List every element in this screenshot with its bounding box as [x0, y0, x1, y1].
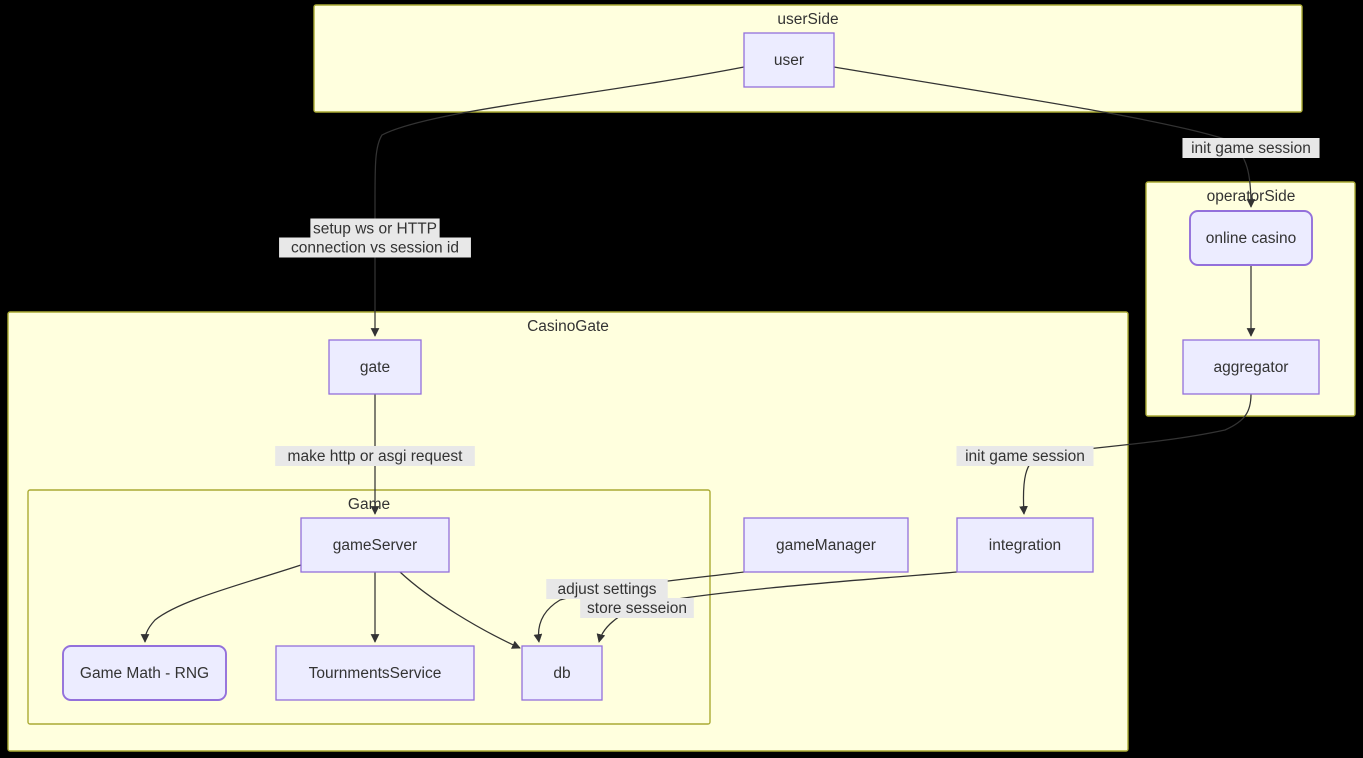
node-label-db: db — [553, 665, 570, 682]
node-label-game_math_rng: Game Math - RNG — [80, 665, 209, 682]
node-label-aggregator: aggregator — [1214, 359, 1289, 376]
edge-integration-to-db — [596, 571, 958, 643]
edge-label-bg-gate-to-gameserver-0 — [275, 446, 475, 466]
node-label-online_casino: online casino — [1206, 230, 1296, 247]
edge-label-bg-integration-to-db-0 — [580, 598, 694, 618]
edge-user-to-online-casino — [833, 66, 1256, 208]
edge-label-gamemanager-to-db: adjust settings — [546, 579, 668, 599]
node-integration[interactable]: integration — [956, 517, 1094, 573]
edge-gameserver-to-rng — [140, 564, 302, 643]
edge-label-text-user-to-online-casino-0: init game session — [1191, 140, 1311, 157]
node-label-gameManager: gameManager — [776, 537, 876, 554]
subgraph-label-userSide: userSide — [777, 11, 838, 28]
node-box-online_casino[interactable] — [1189, 210, 1313, 266]
edge-labels-layer: setup ws or HTTP connection vs session id… — [275, 138, 1320, 618]
node-aggregator[interactable]: aggregator — [1182, 339, 1320, 395]
edge-label-aggregator-to-integration: init game session — [956, 446, 1094, 466]
edge-label-gate-to-gameserver: make http or asgi request — [275, 446, 475, 466]
node-tournments[interactable]: TournmentsService — [275, 645, 475, 701]
node-user[interactable]: user — [743, 32, 835, 88]
edge-label-text-user-to-gate-0: setup ws or HTTP — [313, 221, 437, 238]
edge-label-bg-aggregator-to-integration-0 — [956, 446, 1094, 466]
edge-label-bg-user-to-gate-1 — [279, 237, 471, 258]
node-box-gameManager[interactable] — [743, 517, 909, 573]
edge-label-bg-user-to-online-casino-0 — [1182, 138, 1320, 158]
node-online_casino[interactable]: online casino — [1189, 210, 1313, 266]
node-box-gameServer[interactable] — [300, 517, 450, 573]
node-gate[interactable]: gate — [328, 339, 422, 395]
edge-label-user-to-online-casino: init game session — [1182, 138, 1320, 158]
edge-label-integration-to-db: store sesseion — [580, 598, 694, 618]
subgraph-label-CasinoGate: CasinoGate — [527, 318, 609, 335]
edge-label-text-aggregator-to-integration-0: init game session — [965, 448, 1085, 465]
node-box-db[interactable] — [521, 645, 603, 701]
node-box-integration[interactable] — [956, 517, 1094, 573]
edge-label-text-user-to-gate-1: connection vs session id — [291, 240, 459, 257]
node-gameServer[interactable]: gameServer — [300, 517, 450, 573]
edge-label-text-integration-to-db-0: store sesseion — [587, 600, 687, 617]
subgraph-label-Game: Game — [348, 496, 390, 513]
edge-user-to-gate — [370, 66, 745, 337]
node-db[interactable]: db — [521, 645, 603, 701]
node-gameManager[interactable]: gameManager — [743, 517, 909, 573]
edge-label-bg-gamemanager-to-db-0 — [546, 579, 668, 599]
edges-layer — [140, 66, 1256, 649]
edge-label-bg-user-to-gate-0 — [310, 218, 440, 239]
node-label-gameServer: gameServer — [333, 537, 417, 554]
node-label-user: user — [774, 52, 804, 69]
edge-gameserver-to-db — [399, 571, 521, 649]
node-box-game_math_rng[interactable] — [62, 645, 227, 701]
node-game_math_rng[interactable]: Game Math - RNG — [62, 645, 227, 701]
node-box-aggregator[interactable] — [1182, 339, 1320, 395]
node-label-gate: gate — [360, 359, 390, 376]
node-box-gate[interactable] — [328, 339, 422, 395]
node-label-integration: integration — [989, 537, 1061, 554]
node-box-user[interactable] — [743, 32, 835, 88]
edge-aggregator-to-integration — [1019, 393, 1252, 515]
edge-label-user-to-gate: setup ws or HTTP connection vs session id — [279, 218, 471, 258]
node-label-tournments: TournmentsService — [309, 665, 442, 682]
nodes-layer: user online casino aggregator gate gameServe… — [62, 32, 1320, 701]
node-box-tournments[interactable] — [275, 645, 475, 701]
edge-label-text-gate-to-gameserver-0: make http or asgi request — [288, 448, 464, 465]
edge-label-text-gamemanager-to-db-0: adjust settings — [557, 581, 656, 598]
